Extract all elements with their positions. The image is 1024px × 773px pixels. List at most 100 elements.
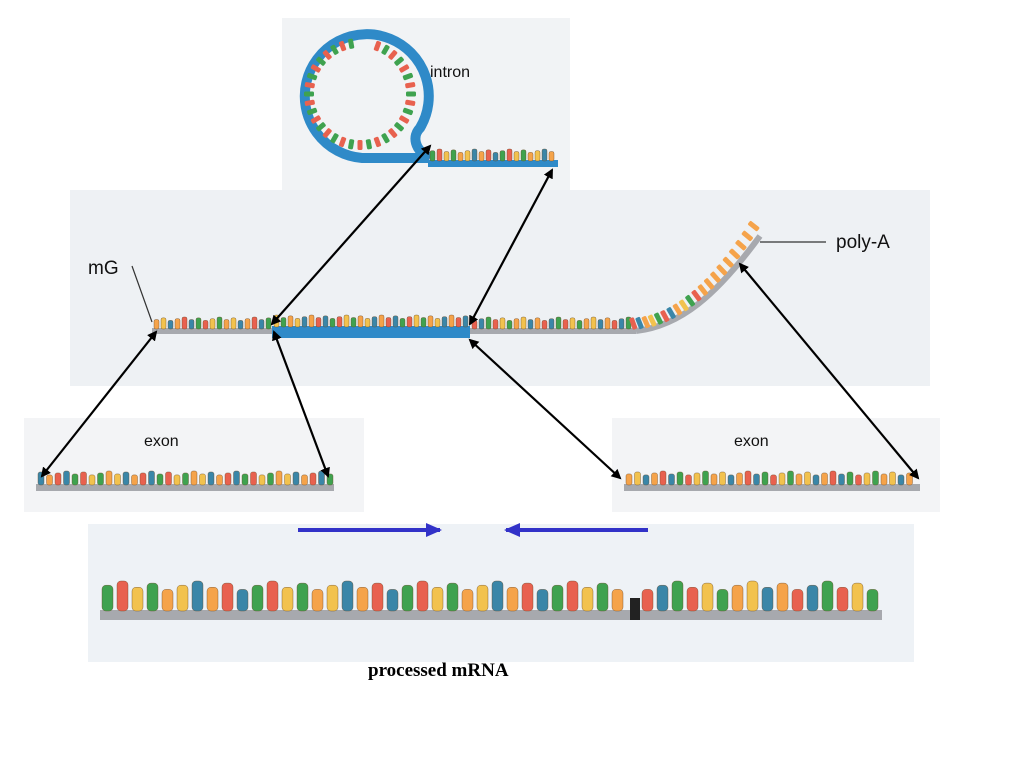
base xyxy=(306,72,318,81)
base xyxy=(224,472,232,486)
base xyxy=(385,317,392,328)
base xyxy=(258,474,266,486)
base xyxy=(492,152,499,162)
base xyxy=(590,316,597,330)
base xyxy=(702,470,709,486)
base xyxy=(625,473,633,486)
base xyxy=(431,587,444,612)
base xyxy=(199,473,206,486)
base xyxy=(188,319,195,330)
base xyxy=(316,122,326,132)
base xyxy=(195,317,202,330)
base xyxy=(322,50,332,60)
base xyxy=(534,150,541,162)
base xyxy=(434,318,441,328)
base xyxy=(541,148,548,162)
base xyxy=(301,316,308,328)
base xyxy=(880,473,888,486)
base xyxy=(485,149,492,162)
base xyxy=(846,471,854,486)
base xyxy=(697,284,708,296)
base xyxy=(371,582,384,612)
base xyxy=(889,471,896,486)
base xyxy=(513,151,520,162)
base xyxy=(506,320,513,330)
base xyxy=(308,314,315,328)
base xyxy=(520,316,527,330)
splice-junction xyxy=(630,598,640,620)
base xyxy=(101,585,114,612)
base xyxy=(206,587,219,612)
base xyxy=(329,318,336,328)
base xyxy=(251,585,264,612)
base xyxy=(394,122,404,132)
base xyxy=(795,473,803,486)
arrow-intron-end xyxy=(469,168,553,326)
base xyxy=(703,278,715,290)
poly-a-backbone xyxy=(635,234,763,334)
base xyxy=(686,587,699,612)
base xyxy=(284,473,291,486)
base xyxy=(729,248,741,260)
exon-right-backbone xyxy=(624,484,920,491)
base xyxy=(548,318,555,330)
base xyxy=(597,319,604,330)
base xyxy=(304,82,315,89)
base xyxy=(420,317,427,328)
base xyxy=(778,472,786,486)
base xyxy=(265,317,272,330)
base xyxy=(506,148,513,162)
base xyxy=(746,580,759,612)
base xyxy=(202,320,209,330)
base xyxy=(244,318,251,330)
exon-right-label: exon xyxy=(734,433,769,450)
exon-left-backbone xyxy=(36,484,334,491)
base xyxy=(338,40,347,52)
base xyxy=(629,317,638,330)
base xyxy=(551,585,564,612)
base xyxy=(388,50,398,60)
arrow-intron-start xyxy=(270,144,432,326)
base xyxy=(190,470,198,486)
base xyxy=(776,582,789,612)
base xyxy=(566,580,579,612)
base xyxy=(287,315,294,328)
base xyxy=(207,471,215,486)
base xyxy=(399,318,406,328)
base xyxy=(182,472,189,486)
base xyxy=(71,473,79,486)
panel-exon-right xyxy=(612,418,940,512)
base xyxy=(131,587,144,612)
base xyxy=(416,580,429,612)
base xyxy=(114,473,121,486)
mg-leader xyxy=(131,265,153,323)
base xyxy=(812,474,820,486)
base xyxy=(555,316,562,330)
base xyxy=(216,316,223,330)
base xyxy=(181,316,188,330)
base xyxy=(651,472,658,486)
base xyxy=(371,316,378,328)
base xyxy=(97,472,104,486)
base xyxy=(296,582,309,612)
base xyxy=(80,471,87,486)
base xyxy=(770,474,777,486)
base xyxy=(413,314,420,328)
base xyxy=(176,585,189,612)
base xyxy=(338,136,347,148)
base xyxy=(406,316,413,328)
base xyxy=(304,91,314,97)
base xyxy=(727,474,735,486)
base xyxy=(641,316,651,329)
base xyxy=(735,239,747,251)
base xyxy=(562,319,569,330)
base xyxy=(160,317,167,330)
base xyxy=(230,317,237,330)
base xyxy=(357,140,363,150)
base xyxy=(685,295,696,307)
pre-exon1 xyxy=(152,316,272,334)
pre-exon1-backbone xyxy=(152,328,272,334)
base xyxy=(221,582,234,612)
base xyxy=(660,310,670,323)
base xyxy=(485,316,492,330)
